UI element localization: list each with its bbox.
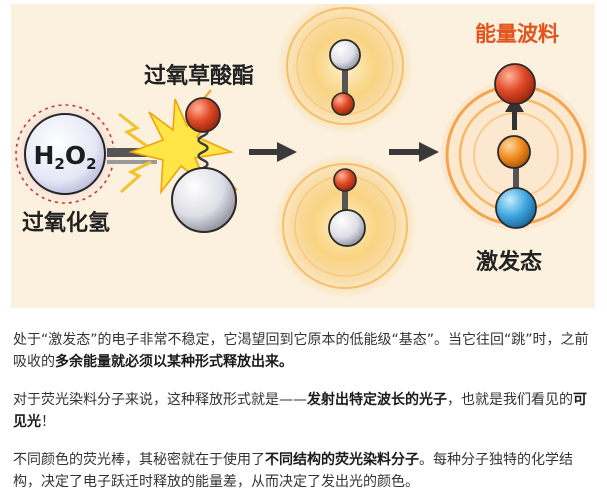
label-oxalate-ester: 过氧草酸酯 <box>144 63 254 89</box>
h2o2-formula: H2O2 <box>33 141 96 173</box>
energy-illustration: H2O2 过氧化氢 过氧草酸酯 <box>11 4 595 308</box>
dye-molecule <box>441 63 591 230</box>
label-dye: 能量波料 <box>475 22 559 46</box>
reaction-arrow-out <box>389 142 439 162</box>
paragraph-3: 不同颜色的荧光棒，其秘密就在于使用了不同结构的荧光染料分子。每种分子独特的化学结… <box>13 452 573 490</box>
label-hydrogen-peroxide: 过氧化氢 <box>22 210 110 236</box>
oxalate-ester-molecule <box>171 97 237 233</box>
paragraph-2: 对于荧光染料分子来说，这种释放形式就是——发射出特定波长的光子，也就是我们看见的… <box>13 392 587 430</box>
glowing-molecule-top <box>277 4 413 134</box>
label-excited-state: 激发态 <box>476 249 542 275</box>
glowing-molecule-bottom <box>273 154 417 298</box>
reaction-arrow-mid <box>249 142 297 162</box>
h2o2-molecule: H2O2 <box>11 98 121 210</box>
paragraph-1: 处于“激发态”的电子非常不稳定，它渴望回到它原本的低能级“基态”。当它往回“跳”… <box>13 332 589 370</box>
